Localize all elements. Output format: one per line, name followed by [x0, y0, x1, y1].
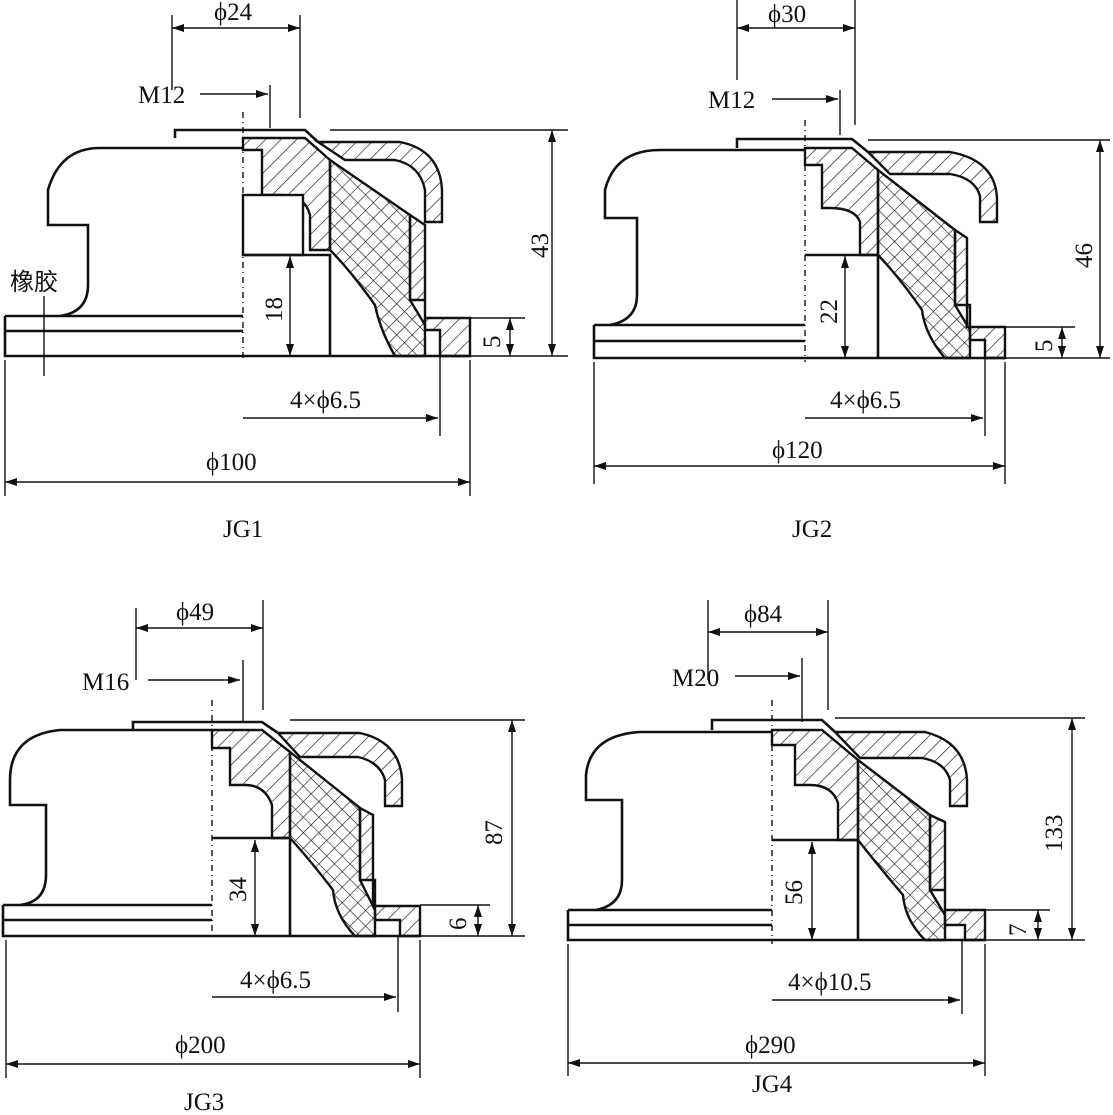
dim-holes: 4×ϕ6.5	[830, 387, 901, 414]
dim-inner-height: 56	[781, 880, 808, 905]
dim-height: 133	[1041, 815, 1068, 853]
dim-bolt-dia: ϕ24	[214, 0, 253, 26]
view-jg2: ϕ30 M12 46 22 5 4×ϕ6.5 ϕ120 JG2	[592, 0, 1110, 543]
dim-inner-height: 22	[816, 299, 843, 324]
outer-housing-section	[314, 140, 444, 224]
dim-outer-dia: ϕ290	[745, 1032, 796, 1059]
dim-thread: M20	[672, 665, 719, 692]
rubber-dome	[46, 146, 243, 318]
dim-base-thick: 6	[445, 918, 472, 931]
dim-inner-height: 18	[261, 297, 288, 322]
top-cap	[173, 128, 319, 143]
dim-outer-dia: ϕ120	[772, 437, 823, 464]
dim-holes: 4×ϕ10.5	[788, 969, 872, 996]
rubber-label: 橡胶	[10, 268, 58, 296]
dim-base-thick: 5	[1031, 340, 1058, 353]
dim-height: 43	[527, 233, 554, 258]
view-jg3: ϕ49 M16 87 34 6 4×ϕ6.5 ϕ200 JG3	[1, 599, 525, 1115]
dim-inner-height: 34	[225, 877, 252, 903]
dim-outer-dia: ϕ200	[175, 1032, 226, 1059]
dim-holes: 4×ϕ6.5	[290, 387, 361, 414]
view-jg4: ϕ84 M20 133 56 7 4×ϕ10.5 ϕ290 JG4	[566, 600, 1085, 1098]
view-name: JG4	[752, 1071, 793, 1098]
dim-bolt-dia: ϕ30	[768, 1, 806, 28]
dim-holes: 4×ϕ6.5	[240, 967, 311, 994]
dim-base-thick: 5	[479, 336, 506, 349]
base-plate	[3, 314, 243, 358]
view-name: JG1	[223, 516, 263, 543]
dim-thread: M12	[138, 82, 185, 109]
dim-thread: M12	[708, 87, 755, 114]
dim-bolt-dia: ϕ84	[744, 601, 783, 628]
dim-bolt-dia: ϕ49	[176, 599, 214, 626]
view-name: JG2	[792, 516, 832, 543]
dim-base-thick: 7	[1005, 924, 1032, 937]
dim-height: 46	[1071, 243, 1098, 268]
view-jg1: ϕ24 M12 43 18 5 4×ϕ6.5 ϕ100 橡胶 JG1	[3, 0, 568, 543]
dim-thread: M16	[82, 669, 129, 696]
dim-outer-dia: ϕ100	[206, 449, 257, 476]
view-name: JG3	[184, 1089, 224, 1115]
dim-height: 87	[481, 820, 508, 845]
